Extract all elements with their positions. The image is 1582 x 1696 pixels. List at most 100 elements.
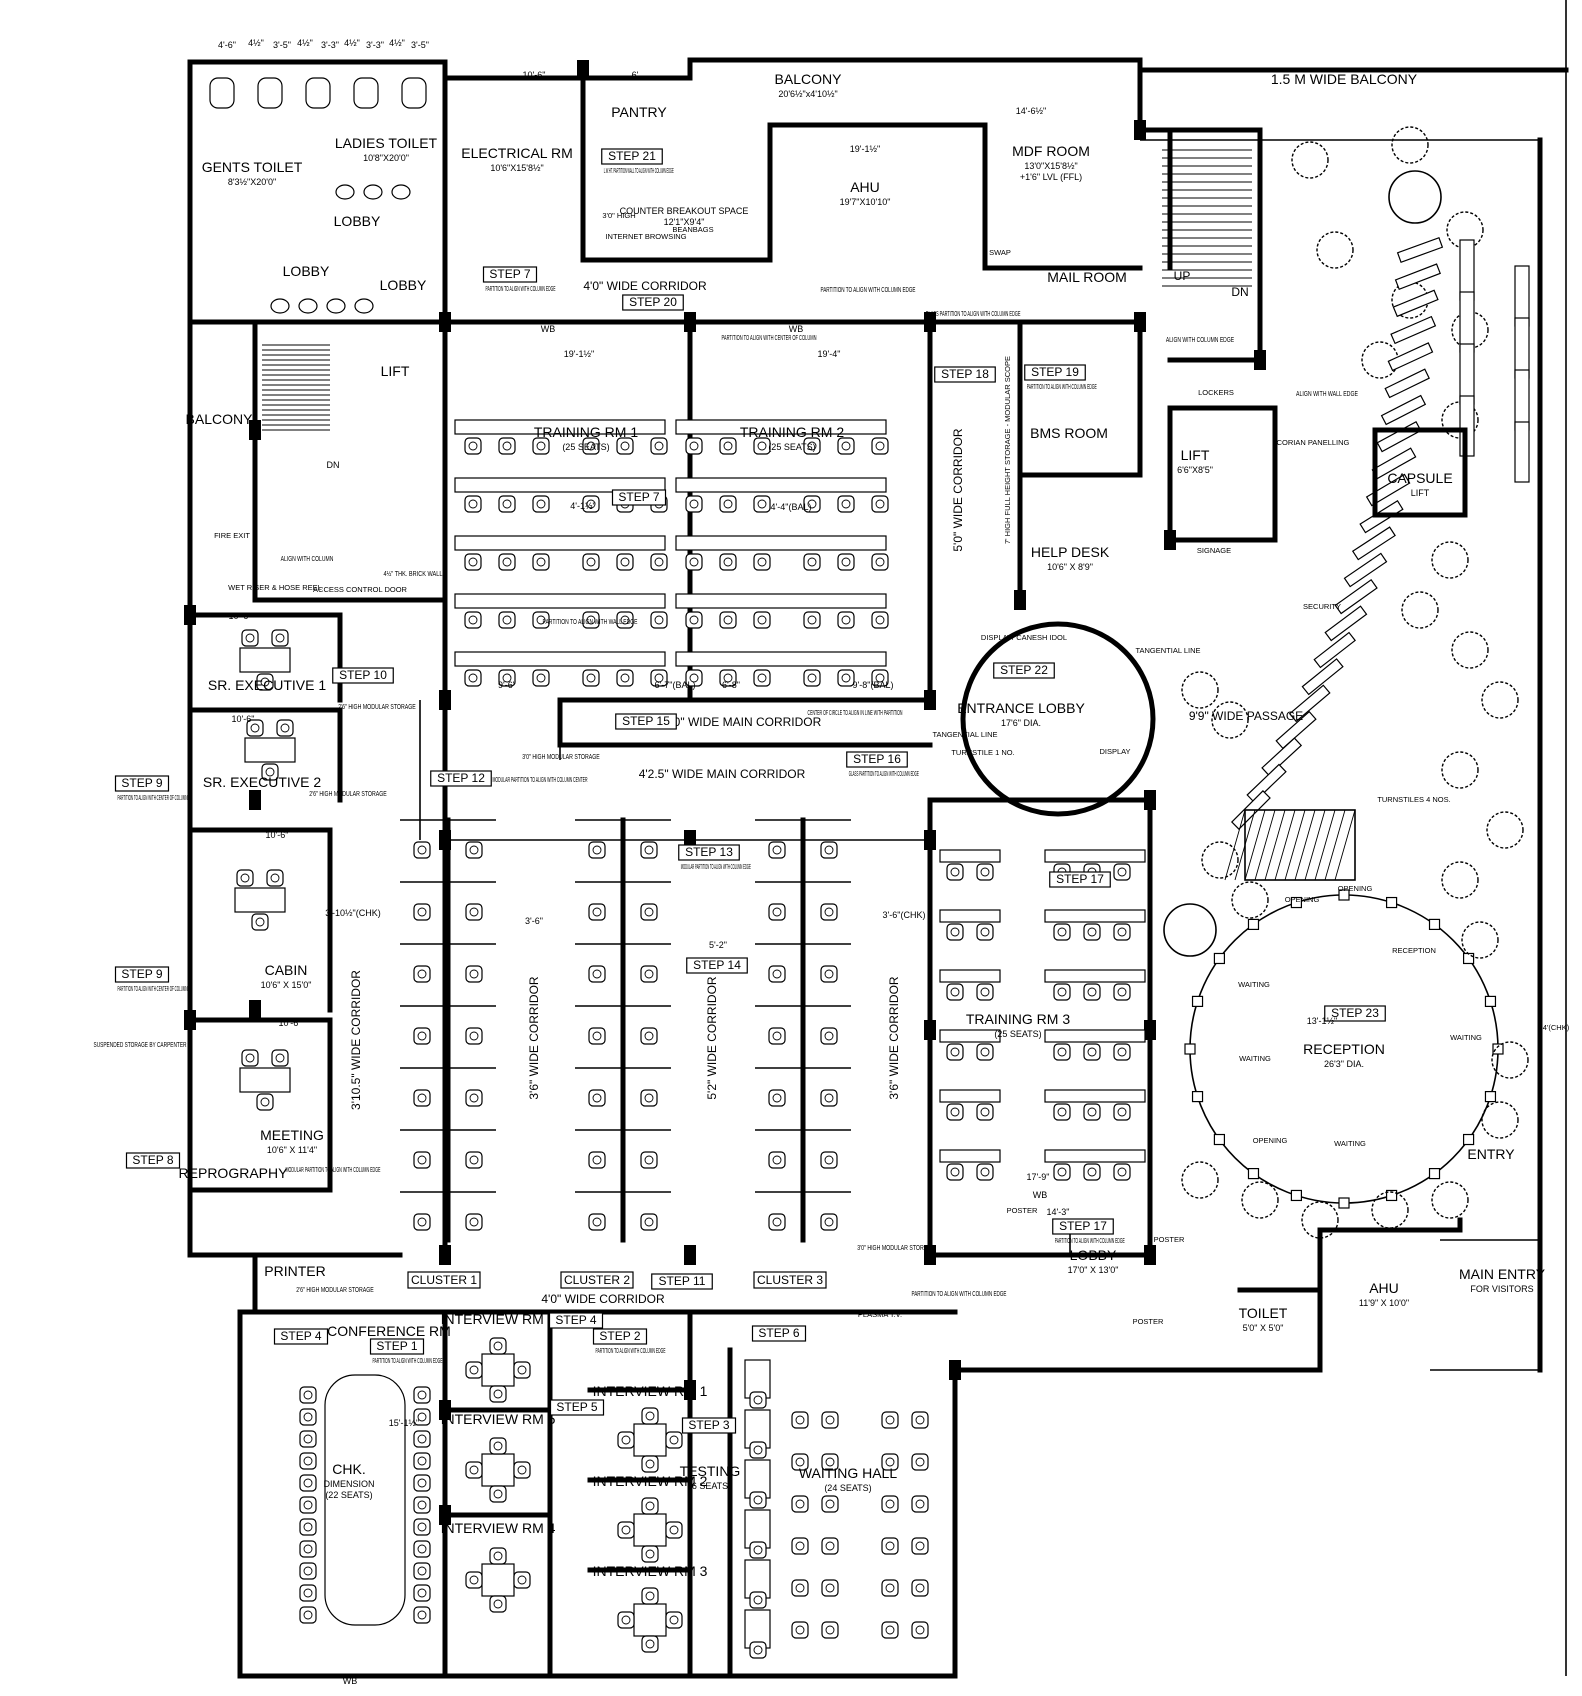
- column: [684, 1245, 696, 1265]
- room-label: AHU: [1369, 1280, 1399, 1296]
- chair-seat: [417, 1155, 427, 1165]
- chair-seat: [689, 615, 699, 625]
- dimension-label: 19'-1½": [850, 144, 880, 154]
- corridor-label: 5'2" WIDE CORRIDOR: [705, 976, 719, 1100]
- step-marker: STEP 16: [853, 752, 901, 766]
- chair-seat: [417, 1390, 427, 1400]
- chair: [650, 611, 668, 629]
- chair: [640, 841, 658, 859]
- chair-seat: [875, 673, 885, 683]
- bench: [1459, 343, 1475, 405]
- step-marker: STEP 4: [555, 1313, 596, 1327]
- chair: [299, 1518, 317, 1536]
- room-size-label: 17'6" DIA.: [1001, 718, 1041, 728]
- chair: [413, 1430, 431, 1448]
- chair: [1113, 1163, 1131, 1181]
- wall-segment: [187, 707, 343, 803]
- step-marker-box: [273, 1328, 329, 1345]
- step-marker-box: [686, 957, 748, 974]
- chair: [640, 1213, 658, 1231]
- chair-seat: [772, 1217, 782, 1227]
- chair-seat: [885, 1625, 895, 1635]
- chair-seat: [493, 1489, 503, 1499]
- chair-seat: [417, 1522, 427, 1532]
- room-size-label: 11'9" X 10'0": [1359, 1298, 1409, 1308]
- chair-seat: [875, 499, 885, 509]
- chair: [821, 1621, 839, 1639]
- chair: [532, 553, 550, 571]
- chair-seat: [280, 723, 290, 733]
- note-label: 3'0" HIGH MODULAR STORAGE: [522, 752, 600, 761]
- chair: [820, 965, 838, 983]
- chair: [665, 1431, 683, 1449]
- chair: [413, 1540, 431, 1558]
- chair: [753, 611, 771, 629]
- chair: [1083, 1043, 1101, 1061]
- chair-seat: [825, 1499, 835, 1509]
- wall-segment: [1237, 1287, 1323, 1373]
- chair-seat: [875, 557, 885, 567]
- chair-seat: [592, 1093, 602, 1103]
- chair-seat: [417, 907, 427, 917]
- column: [924, 830, 936, 850]
- annotation-plasma: PLASMA T.V.: [858, 1310, 902, 1319]
- chair: [837, 611, 855, 629]
- chair-seat: [795, 1499, 805, 1509]
- cluster-label: CLUSTER 3: [757, 1273, 823, 1287]
- annotation-fire-exit: FIRE EXIT: [214, 531, 250, 540]
- note-label: MODULAR PARTITION TO ALIGN WITH COLUMN E…: [286, 1165, 381, 1174]
- chair-seat: [502, 441, 512, 451]
- chair: [532, 495, 550, 513]
- walkway-plank: [1313, 631, 1356, 669]
- chair-seat: [620, 557, 630, 567]
- walkway-plank: [1246, 763, 1287, 804]
- dimension-label: 14'-6½": [1016, 106, 1046, 116]
- note-label: MODULAR PARTITION TO ALIGN WITH COLUMN C…: [493, 775, 588, 784]
- wall-segment: [442, 59, 1143, 325]
- corridor-label: 3'6" WIDE CORRIDOR: [527, 976, 541, 1100]
- dimension-label: 10'-6": [229, 611, 252, 621]
- chair-seat: [303, 1478, 313, 1488]
- wash-basin: [391, 184, 411, 200]
- chair-seat: [980, 987, 990, 997]
- chair-seat: [417, 1093, 427, 1103]
- room-label: MAIL ROOM: [1047, 269, 1127, 285]
- chair-seat: [645, 1501, 655, 1511]
- chair: [837, 669, 855, 687]
- chair: [261, 763, 279, 781]
- chair-seat: [950, 1167, 960, 1177]
- chair-seat: [502, 557, 512, 567]
- chair-seat: [644, 1093, 654, 1103]
- chair-seat: [493, 1551, 503, 1561]
- step-marker: STEP 20: [629, 295, 677, 309]
- chair-seat: [240, 873, 250, 883]
- chair-seat: [824, 1093, 834, 1103]
- chair-seat: [950, 987, 960, 997]
- room-size-label: 6'6"X8'5": [1177, 465, 1213, 475]
- chair-seat: [536, 673, 546, 683]
- dimension-label: 6': [632, 70, 639, 80]
- chair-seat: [245, 633, 255, 643]
- training-desk: [454, 419, 666, 435]
- chair: [299, 1606, 317, 1624]
- chair: [582, 611, 600, 629]
- chair: [616, 611, 634, 629]
- column: [577, 60, 589, 80]
- room-label: LIFT: [381, 363, 410, 379]
- chair-seat: [536, 557, 546, 567]
- dimension-label: 15'-1½": [389, 1418, 419, 1428]
- tree: [1391, 126, 1429, 164]
- chair-seat: [417, 1610, 427, 1620]
- conference-table: [324, 1374, 406, 1626]
- chair-seat: [620, 673, 630, 683]
- chair: [513, 1361, 531, 1379]
- step-marker: STEP 12: [437, 771, 485, 785]
- wash-basin: [326, 298, 346, 314]
- chair: [1083, 1103, 1101, 1121]
- step-marker-box: [549, 1399, 605, 1416]
- chair-seat: [689, 499, 699, 509]
- tree: [1451, 631, 1489, 669]
- chair-seat: [807, 673, 817, 683]
- column: [924, 690, 936, 710]
